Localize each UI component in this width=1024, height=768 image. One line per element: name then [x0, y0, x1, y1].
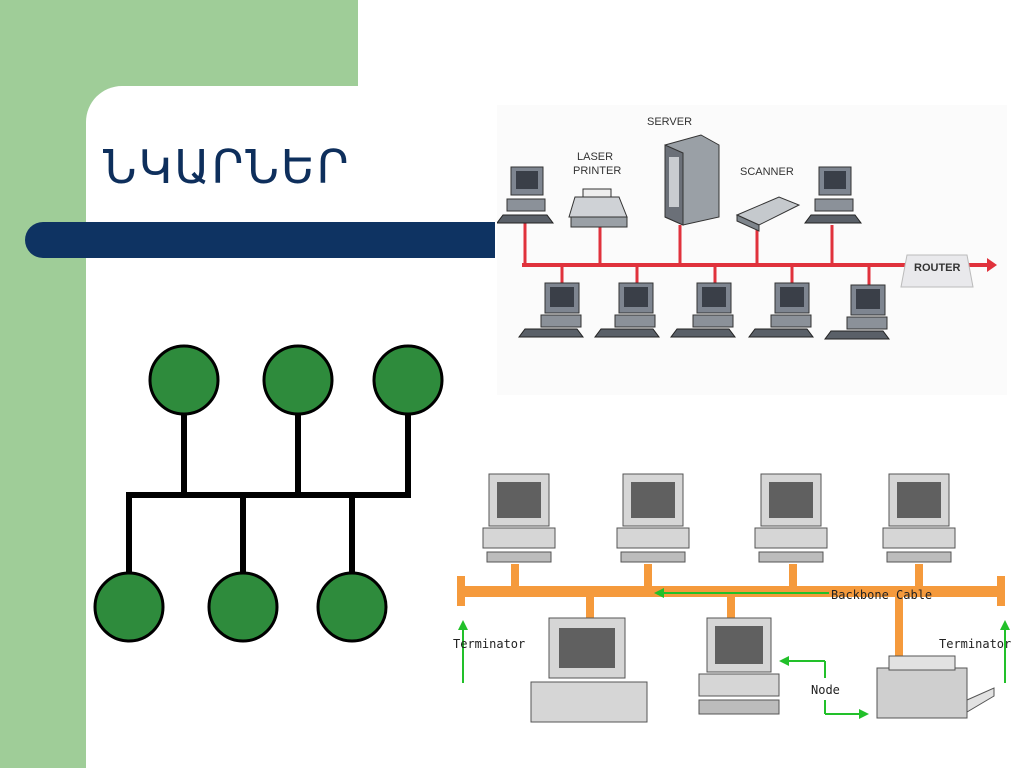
computer-icon — [530, 617, 648, 723]
server-icon — [664, 134, 720, 226]
computer-icon — [670, 282, 736, 338]
arrow-right-icon — [859, 709, 869, 719]
terminator-left-label: Terminator — [453, 637, 525, 651]
bus-topology-node-diagram — [93, 344, 444, 643]
computer-icon — [748, 282, 814, 338]
arrow-up-icon — [1000, 620, 1010, 630]
terminator-right — [997, 576, 1005, 606]
laser-printer-icon — [568, 188, 628, 228]
router-label: ROUTER — [914, 262, 961, 274]
arrow-left-icon — [654, 588, 664, 598]
node-circle — [93, 571, 165, 643]
printer-icon — [876, 655, 995, 719]
node-circle — [148, 344, 220, 416]
top-white-area — [358, 0, 1024, 90]
node-circle — [262, 344, 334, 416]
laser-label-1: LASER — [577, 151, 613, 163]
title-underline-bar — [25, 222, 495, 258]
node-label: Node — [811, 683, 840, 697]
server-label: SERVER — [647, 116, 692, 128]
computer-icon — [594, 282, 660, 338]
computer-icon — [698, 617, 780, 715]
computer-icon — [754, 473, 828, 563]
terminator-right-label: Terminator — [939, 637, 1011, 651]
computer-icon — [616, 473, 690, 563]
router-box — [900, 254, 974, 288]
node-circle — [316, 571, 388, 643]
computer-icon — [518, 282, 584, 338]
computer-icon — [497, 166, 554, 224]
laser-label-2: PRINTER — [573, 165, 621, 177]
computer-icon — [882, 473, 956, 563]
scanner-icon — [735, 196, 801, 232]
page-title: ՆԿԱՐՆԵՐ — [103, 140, 351, 194]
backbone-label: Backbone Cable — [831, 588, 932, 602]
computer-icon — [824, 284, 890, 340]
computer-icon — [482, 473, 556, 563]
router-arrow-icon — [987, 258, 997, 272]
backbone-cable-diagram: Backbone Cable Terminator Terminator Nod… — [449, 468, 1024, 728]
node-circle — [207, 571, 279, 643]
computer-icon — [804, 166, 862, 224]
bus-network-photo-diagram: LASER PRINTER SERVER SCANNER ROUTER — [497, 105, 1007, 395]
backbone-cable — [459, 586, 1004, 597]
arrow-left-icon — [779, 656, 789, 666]
terminator-left — [457, 576, 465, 606]
node-circle — [372, 344, 444, 416]
arrow-up-icon — [458, 620, 468, 630]
scanner-label: SCANNER — [740, 166, 794, 178]
